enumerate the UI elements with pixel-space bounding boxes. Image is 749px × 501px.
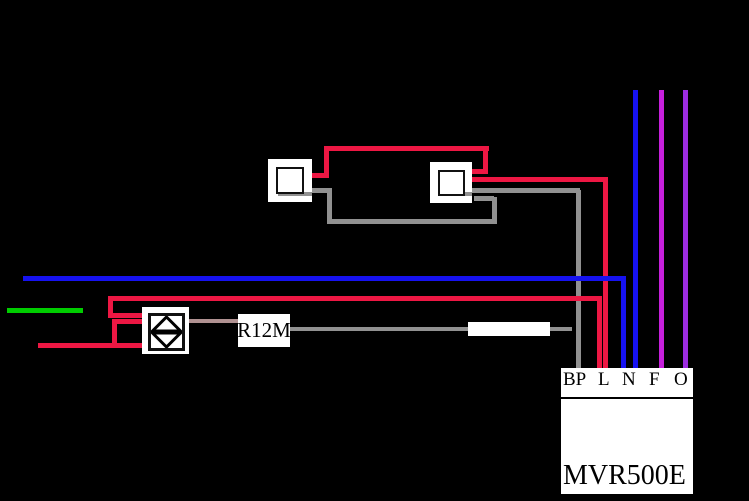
unit-name: MVR500E <box>563 460 686 491</box>
push-button-up-down <box>142 307 189 354</box>
wire-violet-o-vertical <box>683 90 688 368</box>
wire-red-bracket2-vertical <box>112 319 117 348</box>
wire-gray-after-label-stub <box>550 327 572 331</box>
wire-red-right-switch-stub <box>472 169 486 174</box>
wire-red-bracket2-horizontal <box>112 319 142 324</box>
terminal-l: L <box>598 369 610 390</box>
relay-module: R12M <box>237 314 291 347</box>
wall-switch-left <box>268 159 312 202</box>
up-down-arrows-icon <box>151 316 182 348</box>
wire-blue-corner-vertical <box>621 276 626 368</box>
wire-red-switch-to-l-vertical <box>603 177 608 368</box>
wire-label-blank <box>468 322 550 336</box>
wire-red-live-horizontal <box>108 296 602 301</box>
switch-shadow <box>278 192 312 196</box>
push-button-frame <box>148 313 185 351</box>
wire-red-switch-to-l-horizontal <box>472 177 608 182</box>
wire-red-bracket1-horizontal <box>108 313 142 318</box>
wire-red-bracket1-vertical <box>108 296 113 317</box>
wire-red-loop-left-vertical <box>324 146 329 178</box>
terminal-o: O <box>674 369 688 390</box>
wire-red-loop-top <box>324 146 489 151</box>
wire-gray-loop-left-vertical <box>327 188 332 224</box>
wire-gray-left-switch-stub <box>312 188 332 193</box>
motor-controller-unit: BP L N F O MVR500E <box>561 368 693 494</box>
wire-blue-neutral-horizontal <box>23 276 626 281</box>
switch-contact-icon <box>438 170 465 196</box>
wire-green-earth <box>7 308 83 313</box>
wire-red-loop-right-vertical <box>483 146 488 174</box>
terminal-bp: BP <box>563 369 587 390</box>
wire-red-bottom-left <box>38 343 142 348</box>
relay-label: R12M <box>237 318 291 342</box>
wire-gray-right-switch-stub <box>474 196 494 201</box>
wire-red-live-vertical <box>597 296 602 368</box>
wire-brown-button-to-relay <box>188 319 238 323</box>
wire-gray-relay-output <box>290 327 468 331</box>
wire-gray-loop-right-vertical <box>492 197 497 224</box>
wire-gray-bp-horizontal <box>472 188 580 193</box>
terminal-f: F <box>649 369 660 390</box>
wire-magenta-f-vertical <box>659 90 664 368</box>
switch-contact-icon <box>276 167 304 194</box>
terminal-row-divider <box>561 397 693 399</box>
wire-gray-loop-bottom <box>327 219 497 224</box>
wire-blue-top-vertical <box>633 90 638 368</box>
wire-red-left-switch-stub <box>312 173 328 178</box>
wall-switch-right <box>430 162 472 203</box>
terminal-n: N <box>622 369 636 390</box>
